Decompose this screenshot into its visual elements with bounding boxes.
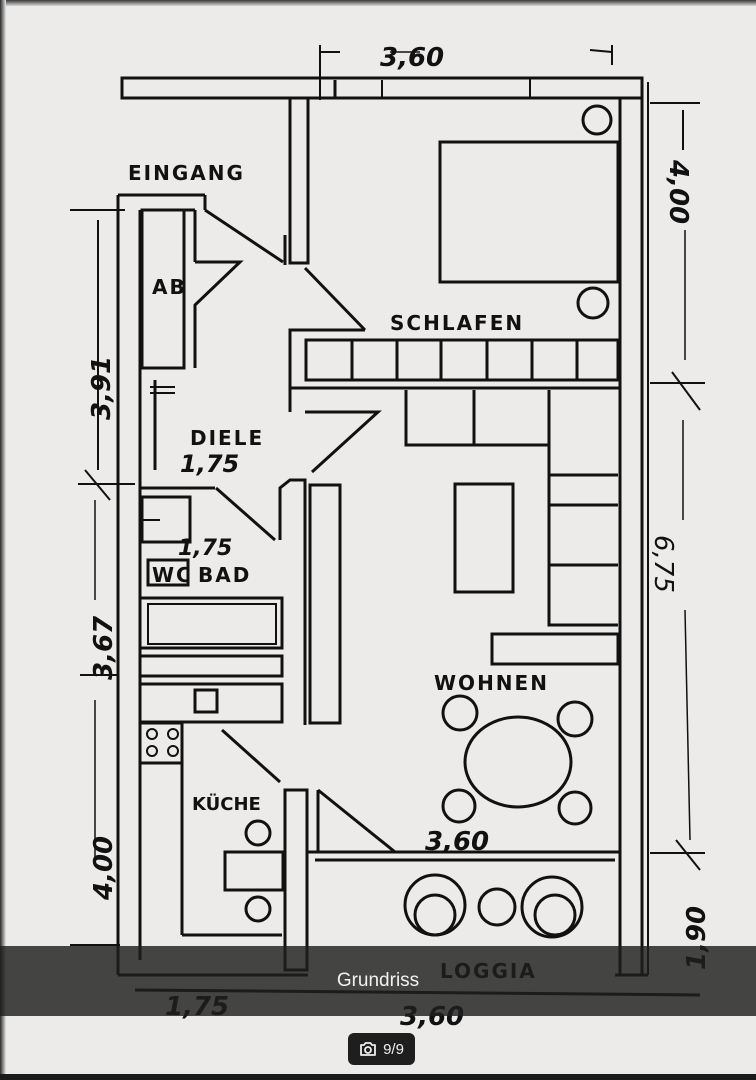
photo-edge	[0, 0, 756, 6]
room-label-kueche: KÜCHE	[192, 793, 261, 815]
image-caption: Grundriss	[336, 970, 420, 991]
dimension-left-middle: 3,67	[89, 615, 119, 680]
caption-overlay	[0, 946, 756, 1016]
room-label-wohnen: WOHNEN	[434, 671, 549, 695]
room-label-ab: AB	[152, 275, 187, 299]
room-label-bad: BAD	[198, 563, 251, 587]
dimension-right-upper: 4,00	[663, 159, 693, 224]
dimension-right-middle: 6,75	[648, 535, 678, 593]
image-counter-badge[interactable]: 9/9	[348, 1033, 415, 1065]
dimension-left-upper: 3,91	[87, 356, 117, 420]
room-label-schlafen: SCHLAFEN	[390, 311, 524, 335]
photo-edge	[0, 0, 6, 1080]
dimension-left-lower: 4,00	[89, 836, 119, 901]
dimension-top-width: 3,60	[380, 43, 444, 73]
room-label-diele: DIELE	[190, 426, 264, 450]
dimension-bad-width: 1,75	[178, 536, 232, 561]
dimension-wohnen-width: 3,60	[425, 827, 489, 857]
room-label-eingang: EINGANG	[128, 161, 245, 185]
camera-icon	[359, 1041, 377, 1057]
dimension-diele-width: 1,75	[180, 450, 239, 478]
photo-edge	[0, 1074, 756, 1080]
image-counter-text: 9/9	[383, 1040, 404, 1058]
room-label-wc: WC	[152, 563, 193, 587]
